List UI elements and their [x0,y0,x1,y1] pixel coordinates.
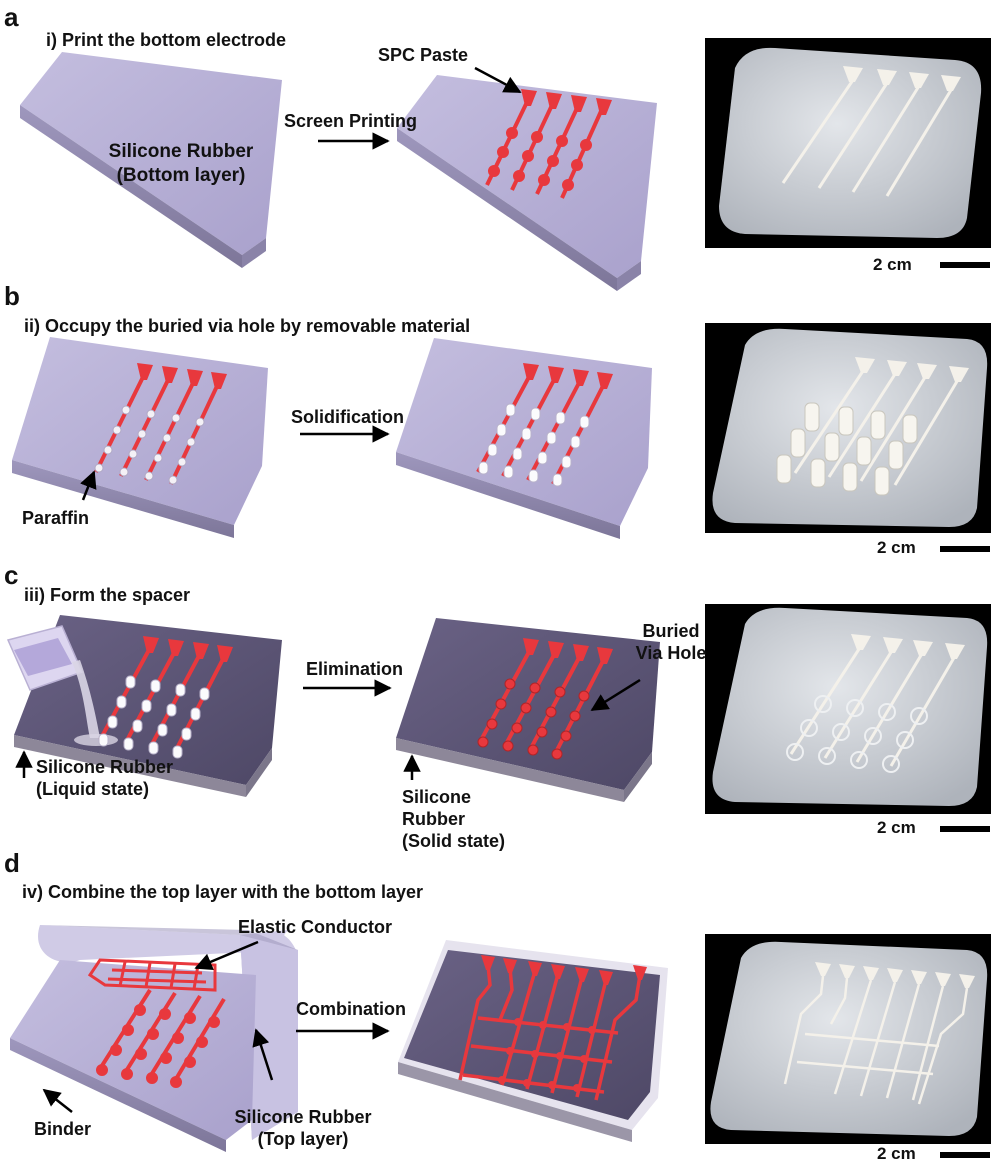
photo-d-sheet [705,934,991,1144]
photo-a [705,38,991,248]
label-liquid-rubber: Silicone Rubber (Liquid state) [36,756,173,800]
scale-b-label: 2 cm [877,538,916,558]
photo-a-sheet [705,38,991,248]
scale-b-bar [940,546,990,552]
photo-c [705,604,991,814]
panel-letter-a: a [4,2,18,33]
label-top-layer: Silicone Rubber (Top layer) [218,1106,388,1150]
label-bottom-rubber: Silicone Rubber (Bottom layer) [96,140,266,188]
label-buried-via-hole: Buried Via Hole [626,620,716,664]
label-elimination: Elimination [306,658,403,680]
label-elastic-conductor: Elastic Conductor [238,916,392,938]
panel-letter-d: d [4,848,20,879]
scale-d-bar [940,1152,990,1158]
label-paraffin: Paraffin [22,507,89,529]
label-screen-printing: Screen Printing [284,110,417,132]
binder-arrow [44,1090,72,1112]
label-spc-paste: SPC Paste [378,44,468,66]
scale-c-label: 2 cm [877,818,916,838]
step-title-c: iii) Form the spacer [24,585,190,606]
scale-c-bar [940,826,990,832]
panel-a-slab-right [397,75,657,291]
scale-a-bar [940,262,990,268]
photo-b-sheet [705,323,991,533]
photo-c-sheet [705,604,991,814]
label-combination: Combination [296,998,406,1020]
panel-letter-c: c [4,560,18,591]
step-title-a: i) Print the bottom electrode [46,30,286,51]
label-solid-rubber: Silicone Rubber (Solid state) [402,786,505,852]
panel-letter-b: b [4,281,20,312]
label-binder: Binder [34,1118,91,1140]
scale-a-label: 2 cm [873,255,912,275]
scale-d-label: 2 cm [877,1144,916,1164]
photo-d [705,934,991,1144]
step-title-d: iv) Combine the top layer with the botto… [22,882,423,903]
step-title-b: ii) Occupy the buried via hole by remova… [24,316,470,337]
label-solidification: Solidification [291,406,404,428]
photo-b [705,323,991,533]
